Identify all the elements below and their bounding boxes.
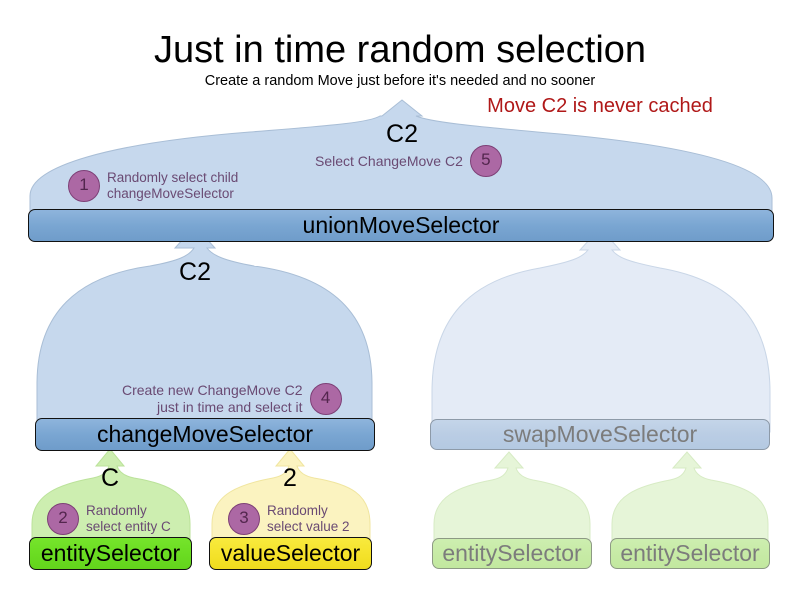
step-4-line-2: just in time and select it: [157, 399, 303, 415]
step-1-line-1: Randomly select child: [107, 170, 239, 185]
change-output-label: C2: [179, 258, 211, 286]
step-4-badge: 4: [309, 383, 342, 415]
swap-entity-selector-right-blob: [611, 451, 769, 541]
value-output-label: 2: [283, 464, 297, 492]
step-5-line-1: Select ChangeMove C2: [315, 152, 463, 169]
step-3-badge: 3: [228, 503, 260, 535]
swap-entity-selector-right-bar[interactable]: entitySelector: [610, 538, 770, 569]
step-3-text: Randomly select value 2: [267, 503, 350, 535]
step-2-annotation: 2 Randomly select entity C: [47, 503, 171, 535]
step-3-annotation: 3 Randomly select value 2: [228, 503, 350, 535]
step-2-line-1: Randomly: [86, 503, 147, 518]
union-move-selector-bar[interactable]: unionMoveSelector: [28, 209, 774, 242]
step-4-text: Create new ChangeMove C2 just in time an…: [122, 382, 303, 416]
entity-selector-bar[interactable]: entitySelector: [29, 537, 192, 570]
step-3-line-1: Randomly: [267, 503, 328, 518]
value-selector-bar[interactable]: valueSelector: [209, 537, 372, 570]
swap-move-selector-bar[interactable]: swapMoveSelector: [430, 419, 770, 450]
step-4-annotation: 4 Create new ChangeMove C2 just in time …: [122, 382, 342, 416]
step-5-badge: 5: [469, 145, 502, 177]
swap-move-selector-blob: [431, 227, 771, 433]
step-1-line-2: changeMoveSelector: [107, 186, 234, 201]
union-output-label: C2: [386, 120, 418, 148]
change-move-selector-bar[interactable]: changeMoveSelector: [35, 418, 375, 451]
page-subtitle: Create a random Move just before it's ne…: [204, 73, 596, 89]
page-title: Just in time random selection: [153, 29, 647, 71]
step-1-text: Randomly select child changeMoveSelector: [107, 170, 238, 202]
step-3-line-2: select value 2: [267, 519, 350, 534]
step-2-line-2: select entity C: [86, 519, 171, 534]
swap-entity-selector-left-blob: [433, 451, 591, 541]
step-5-text: Select ChangeMove C2: [315, 153, 463, 170]
step-1-annotation: 1 Randomly select child changeMoveSelect…: [68, 170, 238, 202]
step-2-badge: 2: [47, 503, 79, 535]
step-4-line-1: Create new ChangeMove C2: [122, 382, 303, 398]
warning-note: Move C2 is never cached: [487, 95, 713, 117]
entity-output-label: C: [100, 464, 120, 492]
step-1-badge: 1: [68, 170, 100, 202]
swap-entity-selector-left-bar[interactable]: entitySelector: [432, 538, 592, 569]
step-2-text: Randomly select entity C: [86, 503, 171, 535]
step-5-annotation: 5 Select ChangeMove C2: [315, 145, 502, 177]
union-move-selector-blob: [29, 99, 773, 213]
